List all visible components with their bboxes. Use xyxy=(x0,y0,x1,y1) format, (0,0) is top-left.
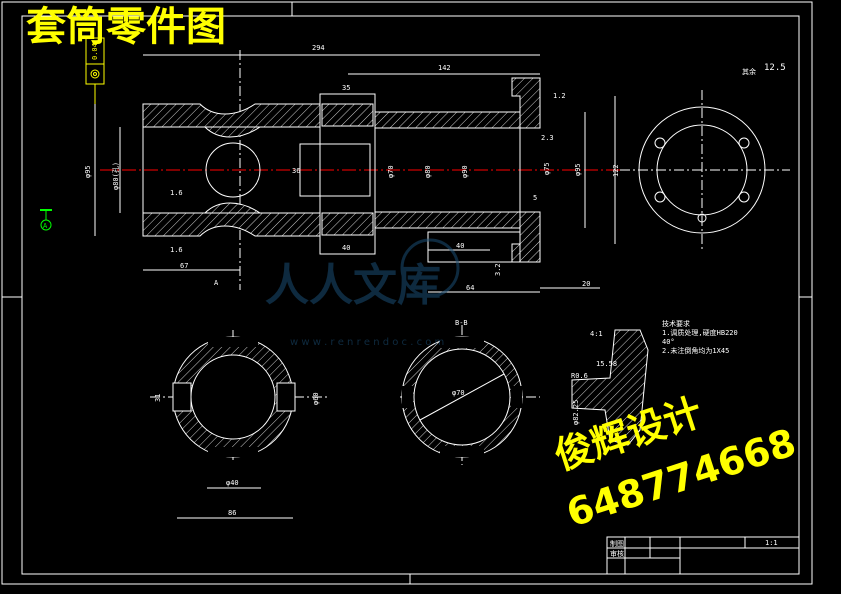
svg-text:86: 86 xyxy=(228,509,236,517)
svg-text:1.调质处理,硬度HB220: 1.调质处理,硬度HB220 xyxy=(662,328,738,337)
svg-text:φ70: φ70 xyxy=(452,389,465,397)
section-mid: φ70 xyxy=(400,325,540,465)
datum-marker: A xyxy=(40,209,52,231)
svg-text:φ40: φ40 xyxy=(226,479,239,487)
svg-text:31: 31 xyxy=(154,394,162,402)
outer-frame xyxy=(1,1,813,585)
svg-text:φ95: φ95 xyxy=(84,165,92,178)
tolerance-frame: 0.04 xyxy=(85,37,105,104)
svg-text:φ80: φ80 xyxy=(424,165,432,178)
detail-view: 4:1 15.58 R0.6 φ82.25 技术要求 1.调质处理,硬度HB22… xyxy=(571,319,738,446)
svg-text:4:1: 4:1 xyxy=(590,330,603,338)
svg-text:人人文库: 人人文库 xyxy=(265,260,441,311)
main-dimensions: 294 142 35 1.2 2.3 5 φ95 φ80(孔) 1.6 1.6 … xyxy=(84,44,620,327)
svg-text:A: A xyxy=(214,279,219,287)
svg-text:35: 35 xyxy=(342,84,350,92)
svg-text:40°: 40° xyxy=(662,338,675,346)
svg-text:φ70: φ70 xyxy=(387,165,395,178)
svg-text:5: 5 xyxy=(533,194,537,202)
svg-text:φ75: φ75 xyxy=(543,162,551,175)
svg-text:R0.6: R0.6 xyxy=(571,372,588,380)
svg-text:64: 64 xyxy=(466,284,474,292)
svg-text:15.58: 15.58 xyxy=(596,360,617,368)
watermark: 人人文库 w w w . r e n r e n d o c . c o m xyxy=(265,238,460,348)
svg-text:294: 294 xyxy=(312,44,325,52)
svg-text:3.2: 3.2 xyxy=(494,263,502,276)
svg-text:142: 142 xyxy=(438,64,451,72)
svg-text:φ82.25: φ82.25 xyxy=(572,400,580,425)
svg-text:40: 40 xyxy=(456,242,464,250)
svg-text:2.未注倒角均为1X45: 2.未注倒角均为1X45 xyxy=(662,346,729,355)
section-left: 31 φ60 φ40 86 xyxy=(150,330,330,519)
designer-stamp: 俊辉设计 648774668 xyxy=(549,390,801,536)
svg-text:40: 40 xyxy=(342,244,350,252)
svg-text:A: A xyxy=(43,222,48,230)
svg-text:1:1: 1:1 xyxy=(765,539,778,547)
drawing-title: 套筒零件图 xyxy=(26,4,226,50)
main-view xyxy=(142,77,541,263)
svg-text:φ80(孔): φ80(孔) xyxy=(112,162,120,190)
svg-text:φ90: φ90 xyxy=(461,165,469,178)
svg-text:20: 20 xyxy=(582,280,590,288)
svg-text:审核: 审核 xyxy=(610,549,624,558)
tolerance-value: 0.04 xyxy=(91,43,99,60)
svg-text:2.3: 2.3 xyxy=(541,134,554,142)
svg-text:B-B: B-B xyxy=(455,319,468,327)
svg-text:w w w . r e n r e n d o c . c: w w w . r e n r e n d o c . c o m xyxy=(290,337,444,348)
svg-text:其余: 其余 xyxy=(742,67,756,76)
svg-text:122: 122 xyxy=(612,164,620,177)
side-view xyxy=(620,90,790,250)
svg-text:技术要求: 技术要求 xyxy=(662,319,690,328)
svg-text:φ60: φ60 xyxy=(312,392,320,405)
title-block: 制图 审核 1:1 xyxy=(606,536,800,575)
svg-text:1.6: 1.6 xyxy=(170,246,183,254)
svg-text:12.5: 12.5 xyxy=(764,63,786,73)
svg-text:36: 36 xyxy=(292,167,300,175)
svg-text:67: 67 xyxy=(180,262,188,270)
svg-text:制图: 制图 xyxy=(610,539,624,548)
svg-text:φ95: φ95 xyxy=(574,163,582,176)
svg-text:1.6: 1.6 xyxy=(170,189,183,197)
svg-text:1.2: 1.2 xyxy=(553,92,566,100)
